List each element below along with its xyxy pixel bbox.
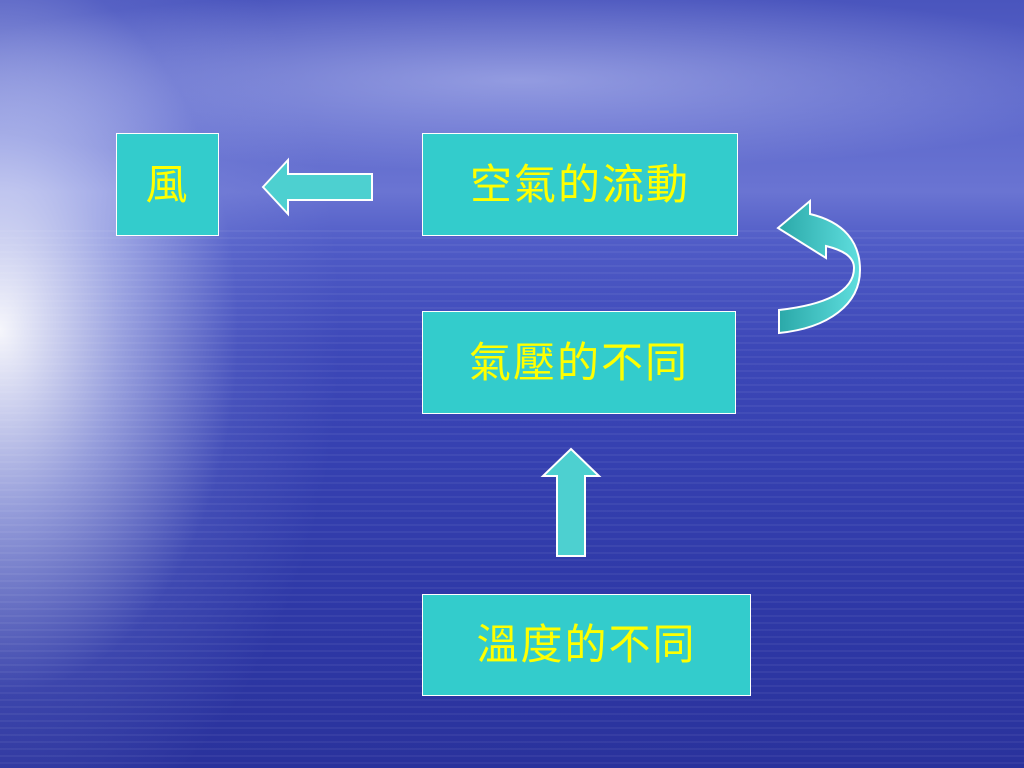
node-wind-label: 風: [145, 159, 190, 209]
node-temperature-difference-label: 溫度的不同: [476, 620, 697, 669]
node-air-flow-label: 空氣的流動: [469, 159, 690, 209]
node-air-flow: 空氣的流動: [422, 133, 738, 236]
left-arrow-icon: [261, 157, 373, 217]
node-wind: 風: [116, 133, 219, 236]
node-temperature-difference: 溫度的不同: [422, 594, 751, 696]
curved-up-arrow-icon: [776, 198, 862, 335]
node-pressure-difference-label: 氣壓的不同: [468, 337, 689, 387]
up-arrow-icon: [540, 447, 602, 557]
node-pressure-difference: 氣壓的不同: [422, 311, 736, 414]
